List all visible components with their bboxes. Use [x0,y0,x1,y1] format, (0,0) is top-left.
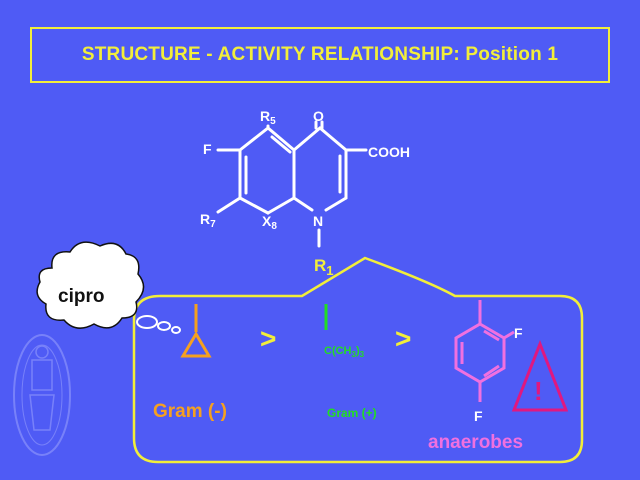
tbutyl-group: C(CH3)3 [324,304,365,359]
cloud-label-cipro: cipro [58,286,104,307]
thought-bubble-dot-medium [157,321,171,331]
callout-bubble [132,256,584,464]
university-seal-watermark [13,334,71,456]
title-box: STRUCTURE - ACTIVITY RELATIONSHIP: Posit… [30,27,610,83]
aryl-fluoro-bottom: F [474,408,483,424]
r7-label: R7 [200,211,216,230]
greater-than-1: > [260,323,276,354]
oxo-label: O [313,108,324,124]
fluoro-label: F [203,141,212,157]
label-gram-positive: Gram (+) [327,406,377,420]
r1-label: R1 [314,256,334,278]
thought-bubble-dot-small [171,326,181,334]
thought-cloud [36,241,145,329]
difluorophenyl-group [454,300,515,402]
n1-label: N [313,213,323,229]
tbutyl-label: C(CH3)3 [324,345,365,359]
x8-label: X8 [262,213,277,232]
warning-exclamation: ! [534,376,543,406]
slide-title: STRUCTURE - ACTIVITY RELATIONSHIP: Posit… [81,44,559,65]
r5-label: R5 [260,108,276,127]
cooh-label: COOH [368,144,410,160]
label-anaerobes: anaerobes [428,432,523,453]
greater-than-2: > [395,323,411,354]
cyclopropyl-group [180,304,212,358]
quinolone-core-structure [216,120,368,248]
warning-triangle-icon [511,339,569,412]
label-gram-negative: Gram (-) [153,401,227,422]
aryl-fluoro-top: F [514,325,523,341]
thought-bubble-dot-large [136,315,158,329]
